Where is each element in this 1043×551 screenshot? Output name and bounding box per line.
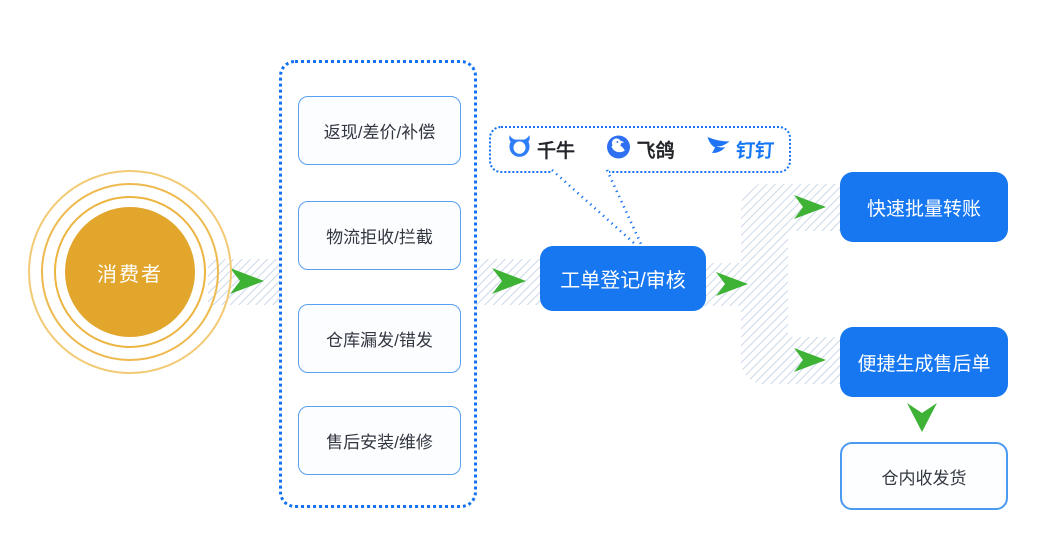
outcome-label: 快速批量转账: [866, 198, 981, 220]
channel-label: 千牛: [537, 141, 576, 162]
consumer-circle: 消费者: [65, 207, 195, 337]
hatch-band-branch-bottom-arm: [758, 337, 846, 384]
channel-label: 钉钉: [735, 141, 775, 162]
issue-label: 售后安装/维修: [326, 433, 433, 452]
consumer-ring-outer: [28, 170, 232, 374]
issue-label: 仓库漏发/错发: [326, 331, 433, 350]
issue-box-refund: 返现/差价/补偿: [298, 96, 461, 165]
issue-box-warehouse-error: 仓库漏发/错发: [298, 304, 461, 373]
arrow-right-icon: [794, 195, 826, 219]
arrow-right-icon: [230, 268, 264, 294]
arrow-right-icon: [716, 272, 748, 296]
arrow-right-icon: [794, 348, 826, 372]
hatch-band-panel-to-process: [476, 259, 541, 305]
issue-label: 返现/差价/补偿: [323, 123, 436, 142]
channel-qianniu: 千牛: [506, 134, 575, 165]
consumer-ring-middle: [41, 183, 219, 361]
issue-box-logistics: 物流拒收/拦截: [298, 201, 461, 270]
consumer-ring-inner: [54, 196, 206, 348]
channel-label: 飞鸽: [636, 141, 675, 162]
warehouse-label: 仓内收发货: [881, 468, 967, 488]
arrow-down-icon: [907, 403, 937, 432]
hatch-band-branch-top-arm: [758, 184, 846, 231]
channel-feige: 飞鸽: [605, 134, 675, 165]
feige-dove-icon: [605, 134, 632, 165]
arrow-right-icon: [492, 268, 526, 294]
consumer-label: 消费者: [97, 263, 163, 286]
qianniu-bull-icon: [506, 134, 533, 165]
outcome-box-aftersales-order: 便捷生成售后单: [840, 327, 1008, 397]
issue-panel: 返现/差价/补偿 物流拒收/拦截 仓库漏发/错发 售后安装/维修: [279, 60, 477, 508]
hatch-band-branch-vertical: [741, 184, 788, 384]
dingtalk-wing-icon: [705, 134, 732, 165]
outcome-label: 便捷生成售后单: [857, 353, 991, 375]
outcome-box-batch-transfer: 快速批量转账: [840, 172, 1008, 242]
channel-dingtalk: 钉钉: [705, 134, 775, 165]
issue-label: 物流拒收/拦截: [326, 228, 433, 247]
warehouse-box: 仓内收发货: [840, 442, 1008, 510]
issue-box-aftersales-repair: 售后安装/维修: [298, 406, 461, 475]
channels-callout: 千牛 飞鸽 钉钉: [489, 126, 791, 173]
hatch-band-process-stub: [704, 263, 746, 306]
process-label: 工单登记/审核: [560, 270, 686, 292]
process-box-ticket-review: 工单登记/审核: [540, 246, 706, 311]
